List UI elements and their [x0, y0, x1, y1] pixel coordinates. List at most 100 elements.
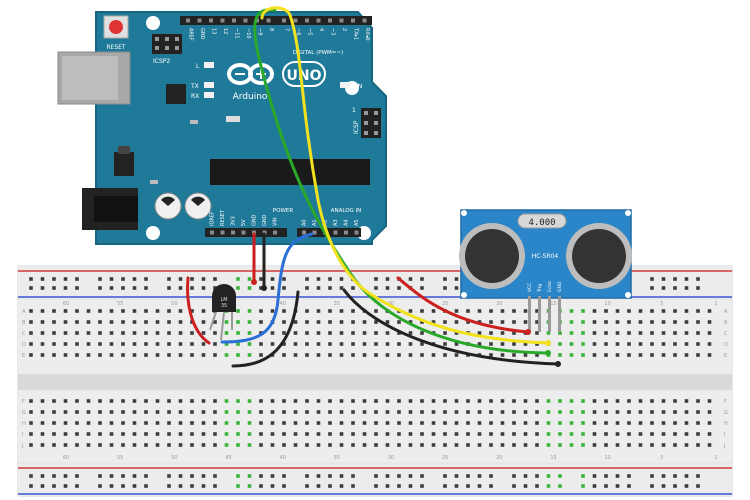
breadboard-hole [52, 484, 56, 488]
breadboard-hole [305, 432, 309, 436]
column-number: 55 [117, 301, 123, 307]
power-analog-pin-label: 5V [241, 219, 247, 226]
breadboard-hole [684, 331, 689, 335]
header-pin [354, 230, 359, 235]
breadboard-hole [305, 353, 309, 357]
breadboard-hole [86, 410, 91, 414]
breadboard-hole [374, 277, 378, 281]
breadboard-hole [604, 432, 608, 436]
breadboard-hole [696, 277, 700, 281]
column-number: 50 [171, 301, 177, 307]
lm35-label-line1: LM [220, 297, 227, 303]
breadboard-hole [155, 421, 160, 425]
column-number: 50 [171, 455, 177, 461]
breadboard-hole [374, 309, 378, 313]
breadboard-hole [109, 286, 114, 290]
breadboard-hole [385, 421, 390, 425]
breadboard-hole [190, 432, 194, 436]
breadboard-hole [109, 410, 114, 414]
breadboard-hole [523, 474, 528, 478]
digital-label: DIGITAL (PWM=~) [293, 50, 343, 56]
breadboard-hole [650, 474, 654, 478]
breadboard-hole [75, 432, 79, 436]
column-number: 10 [604, 455, 610, 461]
breadboard-hole [374, 421, 378, 425]
breadboard-hole [167, 474, 171, 478]
breadboard-hole [86, 353, 91, 357]
breadboard-hole [316, 410, 321, 414]
breadboard-hole [650, 410, 654, 414]
sensor-crystal [517, 213, 567, 229]
breadboard-hole [592, 309, 597, 313]
breadboard-hole [454, 342, 459, 346]
breadboard-hole [374, 432, 378, 436]
breadboard-hole [454, 410, 459, 414]
breadboard-hole [684, 286, 689, 290]
breadboard-hole [592, 331, 597, 335]
breadboard-hole [40, 320, 45, 324]
breadboard-hole [650, 277, 654, 281]
breadboard-hole [328, 432, 332, 436]
breadboard-hole [443, 432, 447, 436]
icsp-header [361, 108, 381, 138]
power-analog-pin-label: GND [252, 214, 258, 226]
breadboard-hole [63, 410, 68, 414]
breadboard-hole [40, 443, 45, 447]
breadboard-hole [178, 484, 183, 488]
breadboard-hole [339, 443, 344, 447]
breadboard-hole [500, 443, 505, 447]
breadboard-hole [259, 410, 263, 414]
sensor-pin-label: Echo [547, 281, 553, 292]
breadboard-hole [247, 484, 252, 488]
breadboard-hole [385, 399, 390, 403]
breadboard-hole [627, 484, 631, 488]
breadboard-hole [684, 353, 689, 357]
breadboard-hole [477, 320, 482, 324]
breadboard-hole [443, 421, 447, 425]
breadboard-hole [500, 320, 505, 324]
tx-led [204, 82, 214, 88]
breadboard-hole [569, 309, 574, 313]
breadboard-hole [454, 320, 459, 324]
breadboard-hole [270, 432, 275, 436]
breadboard-hole [328, 484, 332, 488]
breadboard-hole [316, 443, 321, 447]
breadboard-hole [270, 399, 275, 403]
column-number: 5 [660, 455, 663, 461]
breadboard-hole [63, 342, 68, 346]
breadboard-hole [236, 331, 240, 335]
icsp-label: ICSP [353, 120, 360, 134]
breadboard-hole [282, 353, 286, 357]
breadboard-hole [650, 443, 654, 447]
breadboard-hole [661, 443, 666, 447]
breadboard-hole [558, 410, 562, 414]
breadboard-hole [190, 484, 194, 488]
breadboard-hole [615, 474, 620, 478]
breadboard-hole [707, 320, 712, 324]
breadboard-hole [592, 474, 597, 478]
breadboard-hole [224, 342, 229, 346]
breadboard-hole [489, 309, 493, 313]
breadboard-hole [535, 443, 539, 447]
breadboard-hole [155, 410, 160, 414]
breadboard-hole [454, 277, 459, 281]
breadboard-hole [167, 277, 171, 281]
breadboard-hole [270, 474, 275, 478]
power-analog-pin-label: VIN [273, 217, 279, 226]
breadboard-hole [144, 399, 148, 403]
breadboard-hole [316, 399, 321, 403]
breadboard-hole [615, 410, 620, 414]
breadboard-hole [673, 399, 677, 403]
breadboard-hole [155, 399, 160, 403]
breadboard-hole [351, 443, 355, 447]
breadboard-hole [132, 309, 137, 313]
header-pin [220, 230, 225, 235]
breadboard-hole [673, 277, 677, 281]
breadboard-hole [86, 432, 91, 436]
breadboard-hole [201, 331, 206, 335]
header-pin [312, 230, 317, 235]
header-pin [333, 230, 338, 235]
breadboard-hole [673, 443, 677, 447]
